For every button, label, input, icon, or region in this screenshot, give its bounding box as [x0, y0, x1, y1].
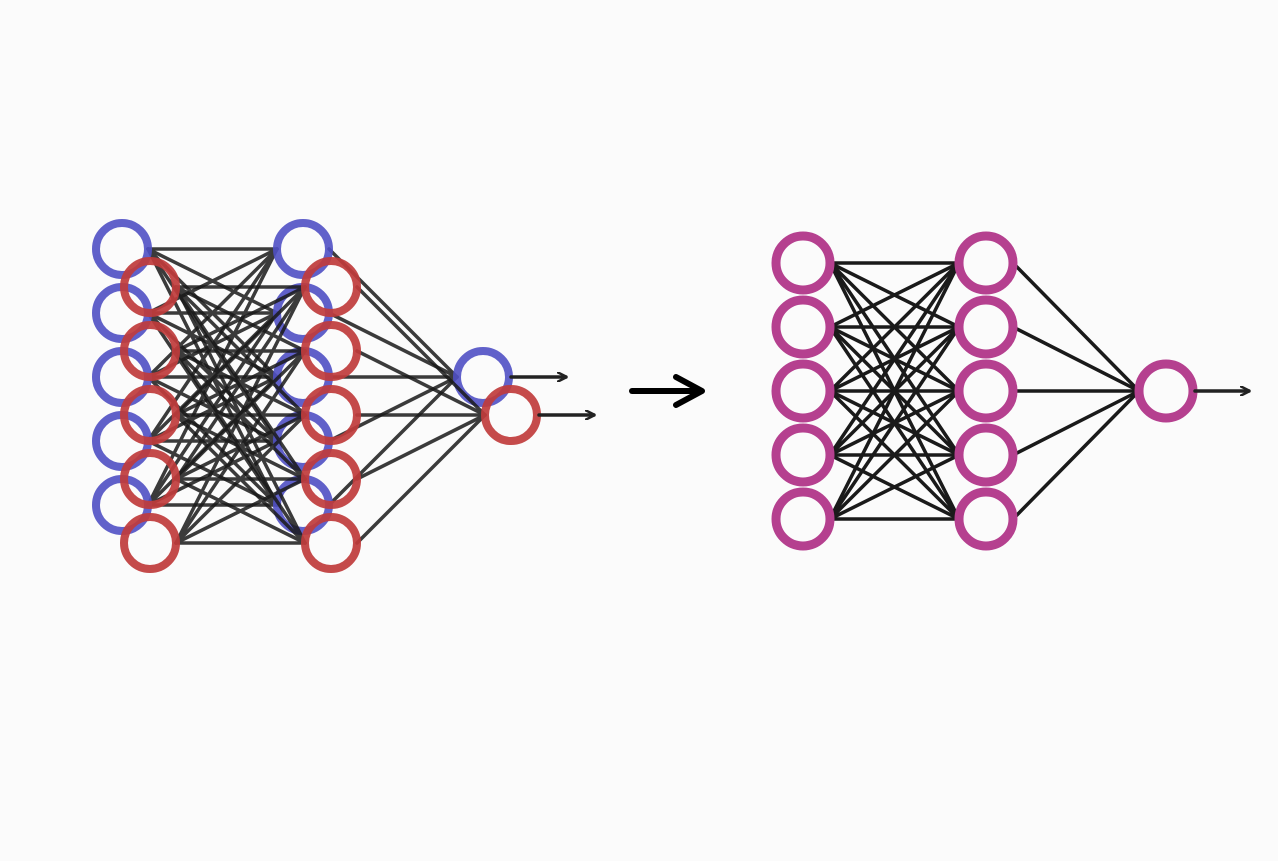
network_a-edge-0-4-1 — [146, 311, 279, 507]
network_b-edge-1-3-0 — [355, 413, 487, 481]
merged-node-1-0 — [954, 231, 1018, 295]
network_b-nodes — [120, 257, 541, 573]
merged-node-0-4 — [771, 487, 835, 551]
merged-edge-0-2-0 — [828, 261, 961, 393]
network_b-edges — [174, 285, 487, 545]
merged-node-0-2 — [771, 359, 835, 423]
merged-node-0-1 — [771, 295, 835, 359]
network_b-edge-0-4-2 — [174, 413, 307, 545]
network_a-node-1-0 — [273, 219, 333, 279]
network_b-edge-0-2-0 — [174, 285, 307, 417]
left-overlaid-networks — [92, 219, 596, 573]
network_a-node-0-0 — [92, 219, 152, 279]
network_b-node-0-0 — [120, 257, 180, 317]
right-arrow-head — [673, 374, 705, 408]
merged-node-1-1 — [954, 295, 1018, 359]
merged-edge-1-0-0 — [1011, 261, 1141, 393]
network_b-node-2-0 — [481, 385, 541, 445]
merged-edge-0-3-0 — [828, 261, 961, 457]
network_b-edge-1-4-0 — [355, 413, 487, 545]
network_a-edge-0-3-0 — [146, 247, 279, 443]
merged-node-0-0 — [771, 231, 835, 295]
network_b-node-0-3 — [120, 449, 180, 509]
merged-node-2-0 — [1134, 359, 1198, 423]
network_b-node-1-2 — [301, 385, 361, 445]
network_b-edge-1-0-0 — [355, 285, 487, 417]
merged-edge-1-3-0 — [1011, 389, 1141, 457]
network_b-node-1-3 — [301, 449, 361, 509]
network_b-edge-0-4-3 — [174, 477, 307, 545]
network_b-edge-1-1-0 — [355, 349, 487, 417]
network_a-edge-0-2-0 — [146, 247, 279, 379]
merged-edge-0-4-1 — [828, 325, 961, 521]
network_b-node-1-1 — [301, 321, 361, 381]
network_b-node-0-4 — [120, 513, 180, 573]
network-b — [120, 257, 596, 573]
network_b-edge-0-1-0 — [174, 285, 307, 353]
merged-edge-0-4-0 — [828, 261, 961, 521]
merged-nodes — [771, 231, 1198, 551]
network_b-node-1-0 — [301, 257, 361, 317]
merged-edges — [828, 261, 1141, 521]
merged-node-1-4 — [954, 487, 1018, 551]
merged-network — [771, 231, 1251, 551]
merged-edge-0-1-0 — [828, 261, 961, 329]
merged-node-1-2 — [954, 359, 1018, 423]
merged-node-0-3 — [771, 423, 835, 487]
merged-edge-0-4-2 — [828, 389, 961, 521]
network_b-edge-0-3-0 — [174, 285, 307, 481]
network_b-node-0-2 — [120, 385, 180, 445]
merged-edge-1-1-0 — [1011, 325, 1141, 393]
merged-edge-0-4-3 — [828, 453, 961, 521]
network_a-edge-1-4-0 — [327, 375, 459, 507]
network_a-node-2-0 — [453, 347, 513, 407]
network_b-edge-0-4-1 — [174, 349, 307, 545]
network_b-node-1-4 — [301, 513, 361, 573]
network_b-node-0-1 — [120, 321, 180, 381]
merged-node-1-3 — [954, 423, 1018, 487]
network_b-edge-0-4-0 — [174, 285, 307, 545]
merged-edge-1-4-0 — [1011, 389, 1141, 521]
transition-arrow — [629, 374, 705, 408]
